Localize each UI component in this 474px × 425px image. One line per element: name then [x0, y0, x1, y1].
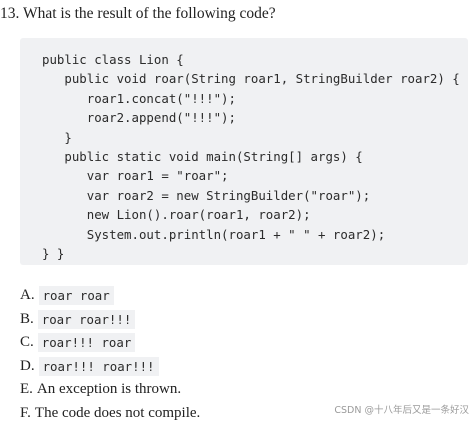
option-text: An exception is thrown. [37, 378, 181, 402]
option-code: roar roar!!! [38, 310, 136, 329]
option-code: roar!!! roar [38, 333, 136, 352]
code-block: public class Lion { public void roar(Str… [20, 38, 468, 265]
question-title: 13. What is the result of the following … [0, 5, 276, 23]
code-line: } } [42, 244, 468, 263]
option-c: C. roar!!! roar [20, 331, 200, 355]
option-letter: F. [20, 402, 31, 425]
option-letter: A. [20, 284, 35, 308]
option-letter: C. [20, 331, 34, 355]
code-line: var roar2 = new StringBuilder("roar"); [42, 186, 468, 205]
option-code: roar roar [39, 286, 114, 305]
option-letter: E. [20, 378, 33, 402]
code-line: public void roar(String roar1, StringBui… [42, 69, 468, 88]
option-text: The code does not compile. [35, 402, 200, 425]
code-line: System.out.println(roar1 + " " + roar2); [42, 225, 468, 244]
code-line: public class Lion { [42, 50, 468, 69]
option-e: E. An exception is thrown. [20, 378, 200, 402]
code-line: } [42, 128, 468, 147]
option-d: D. roar!!! roar!!! [20, 355, 200, 379]
answer-options: A. roar roar B. roar roar!!! C. roar!!! … [20, 284, 200, 425]
option-a: A. roar roar [20, 284, 200, 308]
code-line: new Lion().roar(roar1, roar2); [42, 205, 468, 224]
code-line: public static void main(String[] args) { [42, 147, 468, 166]
option-b: B. roar roar!!! [20, 308, 200, 332]
option-code: roar!!! roar!!! [39, 357, 159, 376]
code-line: var roar1 = "roar"; [42, 166, 468, 185]
code-line: roar2.append("!!!"); [42, 108, 468, 127]
watermark: CSDN @十八年后又是一条好汉 [334, 402, 469, 416]
option-letter: B. [20, 308, 34, 332]
option-letter: D. [20, 355, 35, 379]
code-line: roar1.concat("!!!"); [42, 89, 468, 108]
option-f: F. The code does not compile. [20, 402, 200, 425]
